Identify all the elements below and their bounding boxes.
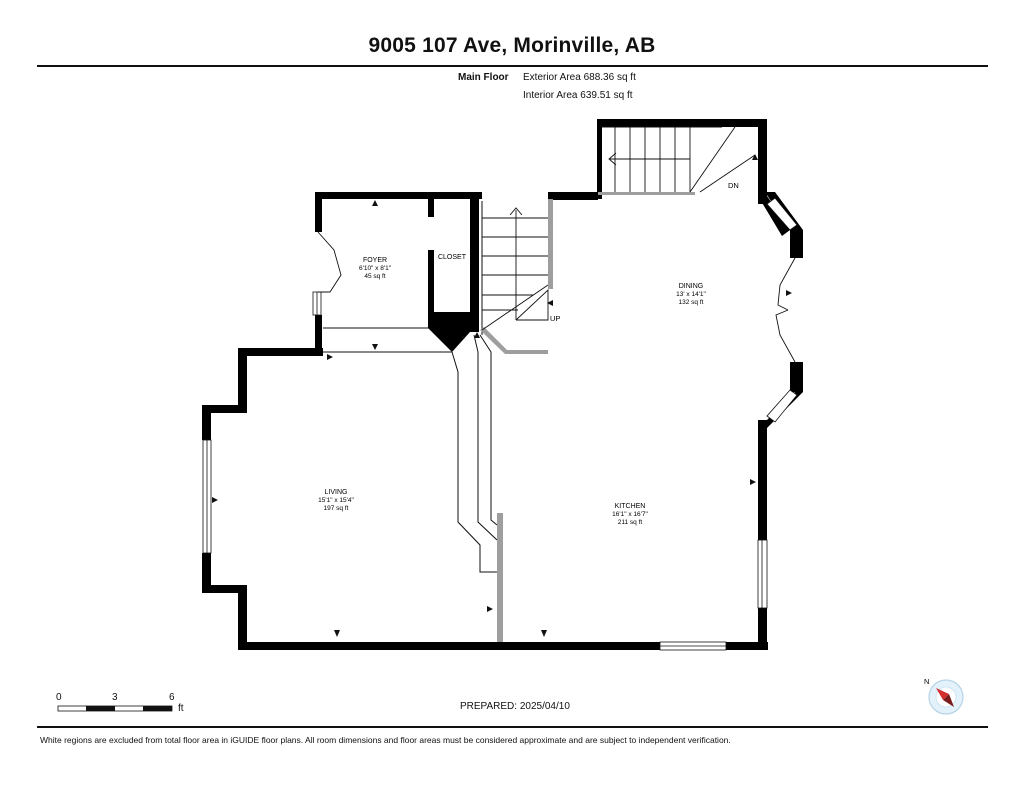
room-name-living: LIVING: [325, 489, 348, 496]
room-area-kitchen: 211 sq ft: [618, 519, 643, 526]
room-dims-dining: 13' x 14'1": [676, 291, 706, 298]
doors: [317, 231, 796, 363]
room-name-closet: CLOSET: [438, 254, 467, 261]
scale-tick-0: 0: [56, 692, 62, 703]
prepared-date: PREPARED: 2025/04/10: [460, 701, 570, 712]
room-area-dining: 132 sq ft: [679, 299, 704, 306]
room-area-living: 197 sq ft: [324, 505, 349, 512]
stairs-down-label: DN: [728, 181, 739, 190]
room-name-dining: DINING: [679, 283, 704, 290]
footer-divider: [37, 726, 988, 728]
stairs-up: [481, 207, 549, 331]
compass-north-label: N: [924, 677, 929, 686]
page-title: 9005 107 Ave, Morinville, AB: [368, 34, 656, 57]
room-area-foyer: 45 sq ft: [364, 273, 386, 280]
stairs-up-label: UP: [550, 314, 560, 323]
partitions: [480, 192, 695, 642]
opening-markers: [212, 154, 792, 637]
scale-tick-3: 3: [112, 692, 118, 703]
interior-lines: [323, 201, 498, 573]
exterior-walls: [202, 119, 803, 650]
scale-bar: [57, 705, 173, 712]
disclaimer-text: White regions are excluded from total fl…: [40, 735, 731, 745]
windows: [202, 197, 798, 651]
scale-unit: ft: [178, 703, 184, 714]
compass-icon: [928, 679, 964, 715]
stairs-down: [602, 126, 756, 193]
floor-label: Main Floor: [458, 72, 509, 83]
room-dims-kitchen: 16'1" x 16'7": [612, 511, 648, 518]
room-name-foyer: FOYER: [363, 257, 387, 264]
interior-area: Interior Area 639.51 sq ft: [523, 90, 633, 101]
header-divider: [37, 65, 988, 67]
room-dims-living: 15'1" x 15'4": [318, 497, 354, 504]
room-dims-foyer: 6'10" x 8'1": [359, 265, 392, 272]
room-name-kitchen: KITCHEN: [615, 503, 646, 510]
scale-tick-6: 6: [169, 692, 175, 703]
exterior-area: Exterior Area 688.36 sq ft: [523, 72, 636, 83]
